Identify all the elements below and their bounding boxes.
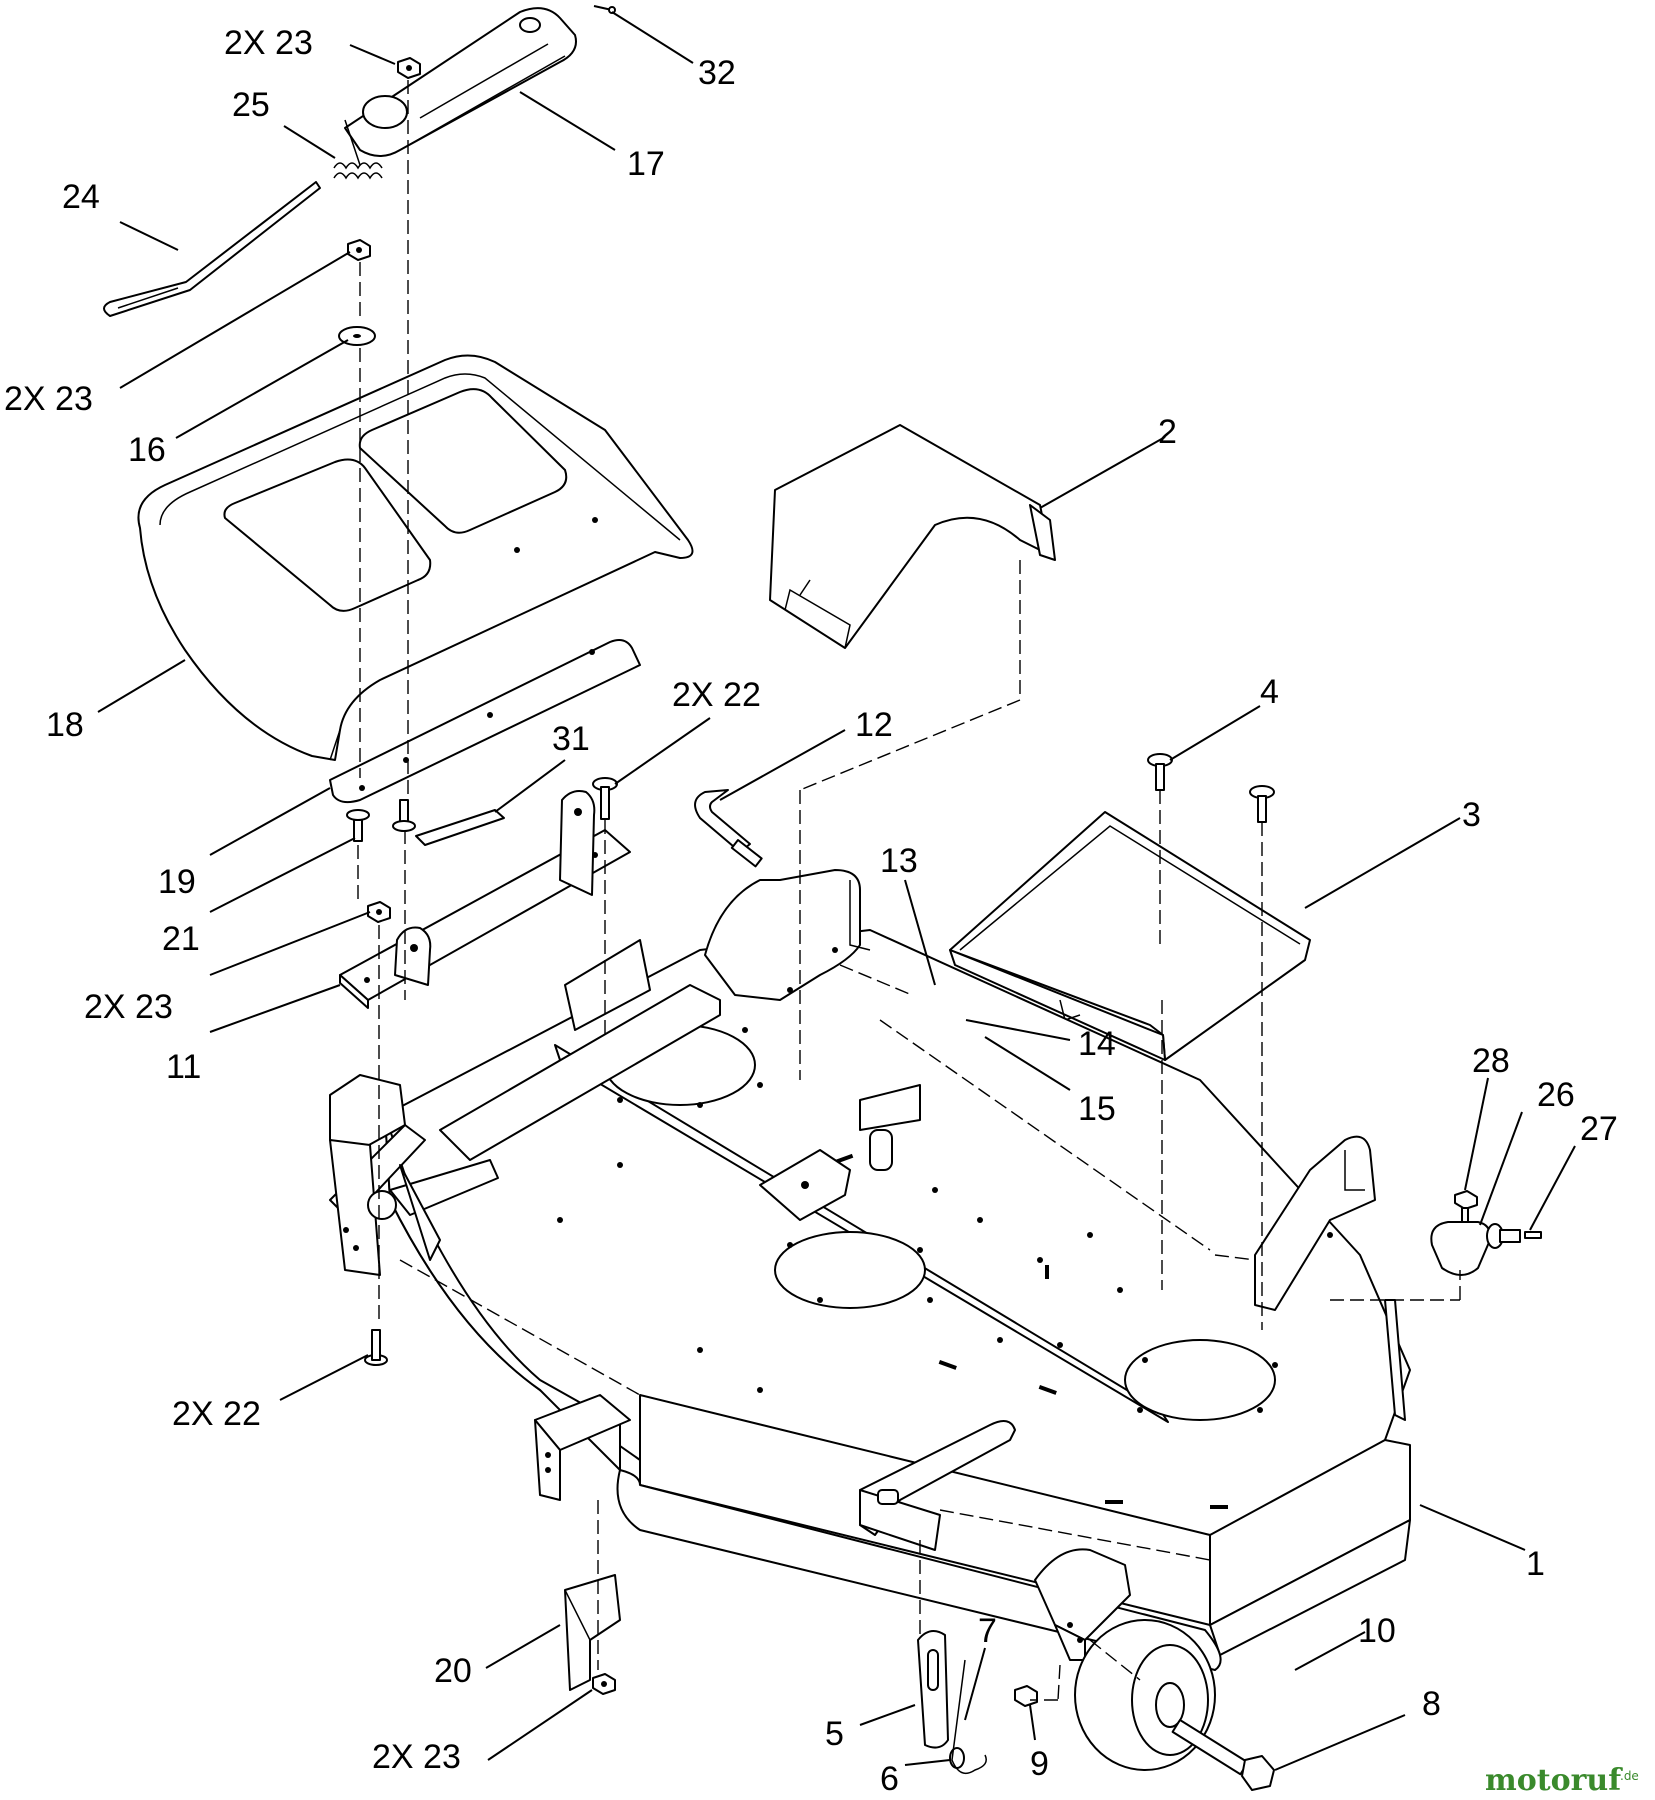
assembly-dashed-lines bbox=[357, 80, 1461, 1701]
callout-28: 28 bbox=[1472, 1042, 1510, 1080]
callout-2x-23-left: 2X 23 bbox=[84, 988, 173, 1026]
part-9-nut bbox=[1014, 1685, 1038, 1707]
part-32-screw bbox=[593, 5, 616, 14]
part-23-nut-left bbox=[367, 901, 391, 923]
part-12-pin bbox=[694, 789, 763, 868]
part-18-belt-cover bbox=[137, 354, 694, 761]
callout-2x-22-bottom: 2X 22 bbox=[172, 1395, 261, 1433]
deck-rear-lift-bracket bbox=[439, 869, 871, 1161]
part-23-nut-bottom bbox=[592, 1673, 616, 1695]
callout-11: 11 bbox=[166, 1048, 201, 1086]
callout-19: 19 bbox=[158, 863, 196, 901]
part-8-axle-bolt bbox=[1171, 1719, 1275, 1791]
part-27-cap bbox=[1524, 1231, 1542, 1239]
callout-4: 4 bbox=[1260, 673, 1279, 711]
callout-27: 27 bbox=[1580, 1110, 1618, 1148]
part-10-caster-wheel bbox=[1074, 1619, 1216, 1771]
callout-24: 24 bbox=[62, 178, 100, 216]
callout-16: 16 bbox=[128, 431, 166, 469]
callout-2x-23-bottom: 2X 23 bbox=[372, 1738, 461, 1776]
part-28-screw bbox=[1454, 1190, 1478, 1225]
callout-14: 14 bbox=[1078, 1025, 1116, 1063]
callout-2x-23-mid: 2X 23 bbox=[4, 380, 93, 418]
part-20-bracket bbox=[564, 1574, 621, 1691]
part-25-spring bbox=[333, 119, 383, 180]
part-3-center-cover bbox=[949, 811, 1311, 1061]
part-11-mount-plate bbox=[339, 790, 631, 1009]
callout-32: 32 bbox=[698, 54, 736, 92]
callout-labels: 32 2X 23 25 17 24 2X 23 16 2 18 2X 22 31… bbox=[4, 24, 1618, 1798]
callout-6: 6 bbox=[880, 1760, 899, 1798]
svg-text:motoruf: motoruf bbox=[1485, 1763, 1623, 1798]
callout-31: 31 bbox=[552, 720, 590, 758]
callout-12: 12 bbox=[855, 706, 893, 744]
part-5-height-adjust-link bbox=[917, 1630, 949, 1749]
part-22-bolt-upper bbox=[592, 777, 618, 820]
callout-5: 5 bbox=[825, 1715, 844, 1753]
deck-front-center-bracket bbox=[859, 1420, 1016, 1551]
part-22-bolt-lower bbox=[364, 1329, 388, 1366]
part-23-nut-mid bbox=[347, 239, 371, 261]
callout-3: 3 bbox=[1462, 796, 1481, 834]
deck-caster-bracket bbox=[1034, 1548, 1131, 1661]
callout-13: 13 bbox=[880, 842, 918, 880]
callout-10: 10 bbox=[1358, 1612, 1396, 1650]
callout-20: 20 bbox=[434, 1652, 472, 1690]
callout-7: 7 bbox=[978, 1612, 997, 1650]
part-2-spindle-cover bbox=[769, 424, 1056, 649]
deck-left-hitch-bracket bbox=[329, 1074, 499, 1276]
callout-2x-22-top: 2X 22 bbox=[672, 676, 761, 714]
callout-25: 25 bbox=[232, 86, 270, 124]
callout-26: 26 bbox=[1537, 1076, 1575, 1114]
watermark-logo: motoruf .de bbox=[1485, 1763, 1639, 1798]
callout-21: 21 bbox=[162, 920, 200, 958]
part-17-idler-arm bbox=[344, 7, 577, 157]
callout-9: 9 bbox=[1030, 1745, 1049, 1783]
callout-17: 17 bbox=[627, 145, 665, 183]
deck-front-left-bracket bbox=[534, 1394, 631, 1501]
part-26-elbow-fitting bbox=[1430, 1221, 1521, 1276]
part-21-bolts bbox=[346, 799, 416, 842]
part-31-decal bbox=[415, 809, 505, 846]
part-23-nut-top bbox=[397, 57, 421, 79]
svg-text:.de: .de bbox=[1620, 1769, 1639, 1783]
callout-18: 18 bbox=[46, 706, 84, 744]
callout-2x-23-top: 2X 23 bbox=[224, 24, 313, 62]
part-24-rod bbox=[103, 181, 321, 317]
part-4-bolts bbox=[1147, 753, 1275, 823]
callout-8: 8 bbox=[1422, 1685, 1441, 1723]
callout-leader-lines bbox=[97, 11, 1576, 1771]
callout-2: 2 bbox=[1158, 413, 1177, 451]
part-7-hairpin bbox=[951, 1659, 987, 1775]
callout-1: 1 bbox=[1526, 1545, 1545, 1583]
callout-15: 15 bbox=[1078, 1090, 1116, 1128]
